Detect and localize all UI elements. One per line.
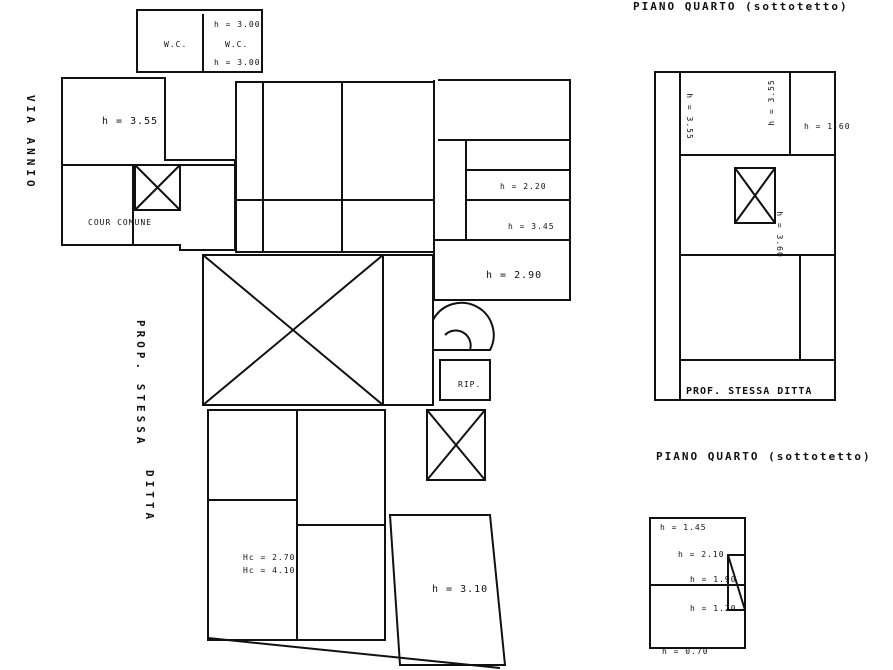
room-label: COUR COMUNE bbox=[88, 218, 152, 227]
side-label-ditta: DITTA bbox=[143, 470, 156, 524]
room-label: W.C. bbox=[225, 40, 249, 49]
lower-right bbox=[388, 514, 507, 666]
room-label: h = 3.55 bbox=[102, 116, 159, 127]
room-label: W.C. bbox=[164, 40, 188, 49]
room-label: h = 2.10 bbox=[678, 550, 725, 559]
room-label: h = 1.20 bbox=[690, 604, 737, 613]
room-label: h = 3.60 bbox=[774, 211, 784, 258]
room-label: h = 3.45 bbox=[508, 222, 555, 231]
title-piano-quarto-bottom: PIANO QUARTO (sottotetto) bbox=[656, 450, 872, 463]
room-label: Hc = 4.10 bbox=[243, 566, 296, 575]
room-label: h = 1.60 bbox=[804, 122, 851, 131]
room-label: h = 3.10 bbox=[432, 584, 489, 595]
room-label: h = 3.55 bbox=[766, 79, 776, 126]
street-label: VIA ANNIO bbox=[24, 95, 37, 191]
plan-4th-top bbox=[654, 71, 836, 401]
room-label: Hc = 2.70 bbox=[243, 553, 296, 562]
room-label: RIP. bbox=[458, 380, 482, 389]
side-label-prop: PROP. STESSA bbox=[134, 320, 147, 448]
room-label: h = 2.90 bbox=[486, 270, 543, 281]
central-upper bbox=[235, 81, 435, 253]
right-upper bbox=[433, 79, 571, 301]
wc-block bbox=[136, 9, 263, 73]
room-label: h = 3.00 bbox=[214, 58, 261, 67]
room-label: h = 1.90 bbox=[690, 575, 737, 584]
lower-left bbox=[207, 409, 386, 641]
title-piano-quarto-top: PIANO QUARTO (sottotetto) bbox=[633, 0, 849, 13]
room-label: h = 3.00 bbox=[214, 20, 261, 29]
prop-stessa-ditta-label: PROF. STESSA DITTA bbox=[686, 386, 813, 397]
room-label: h = 1.45 bbox=[660, 523, 707, 532]
room-label: h = 3.55 bbox=[684, 93, 694, 140]
room-label: h = 2.20 bbox=[500, 182, 547, 191]
room-label: h = 0.70 bbox=[662, 647, 709, 656]
